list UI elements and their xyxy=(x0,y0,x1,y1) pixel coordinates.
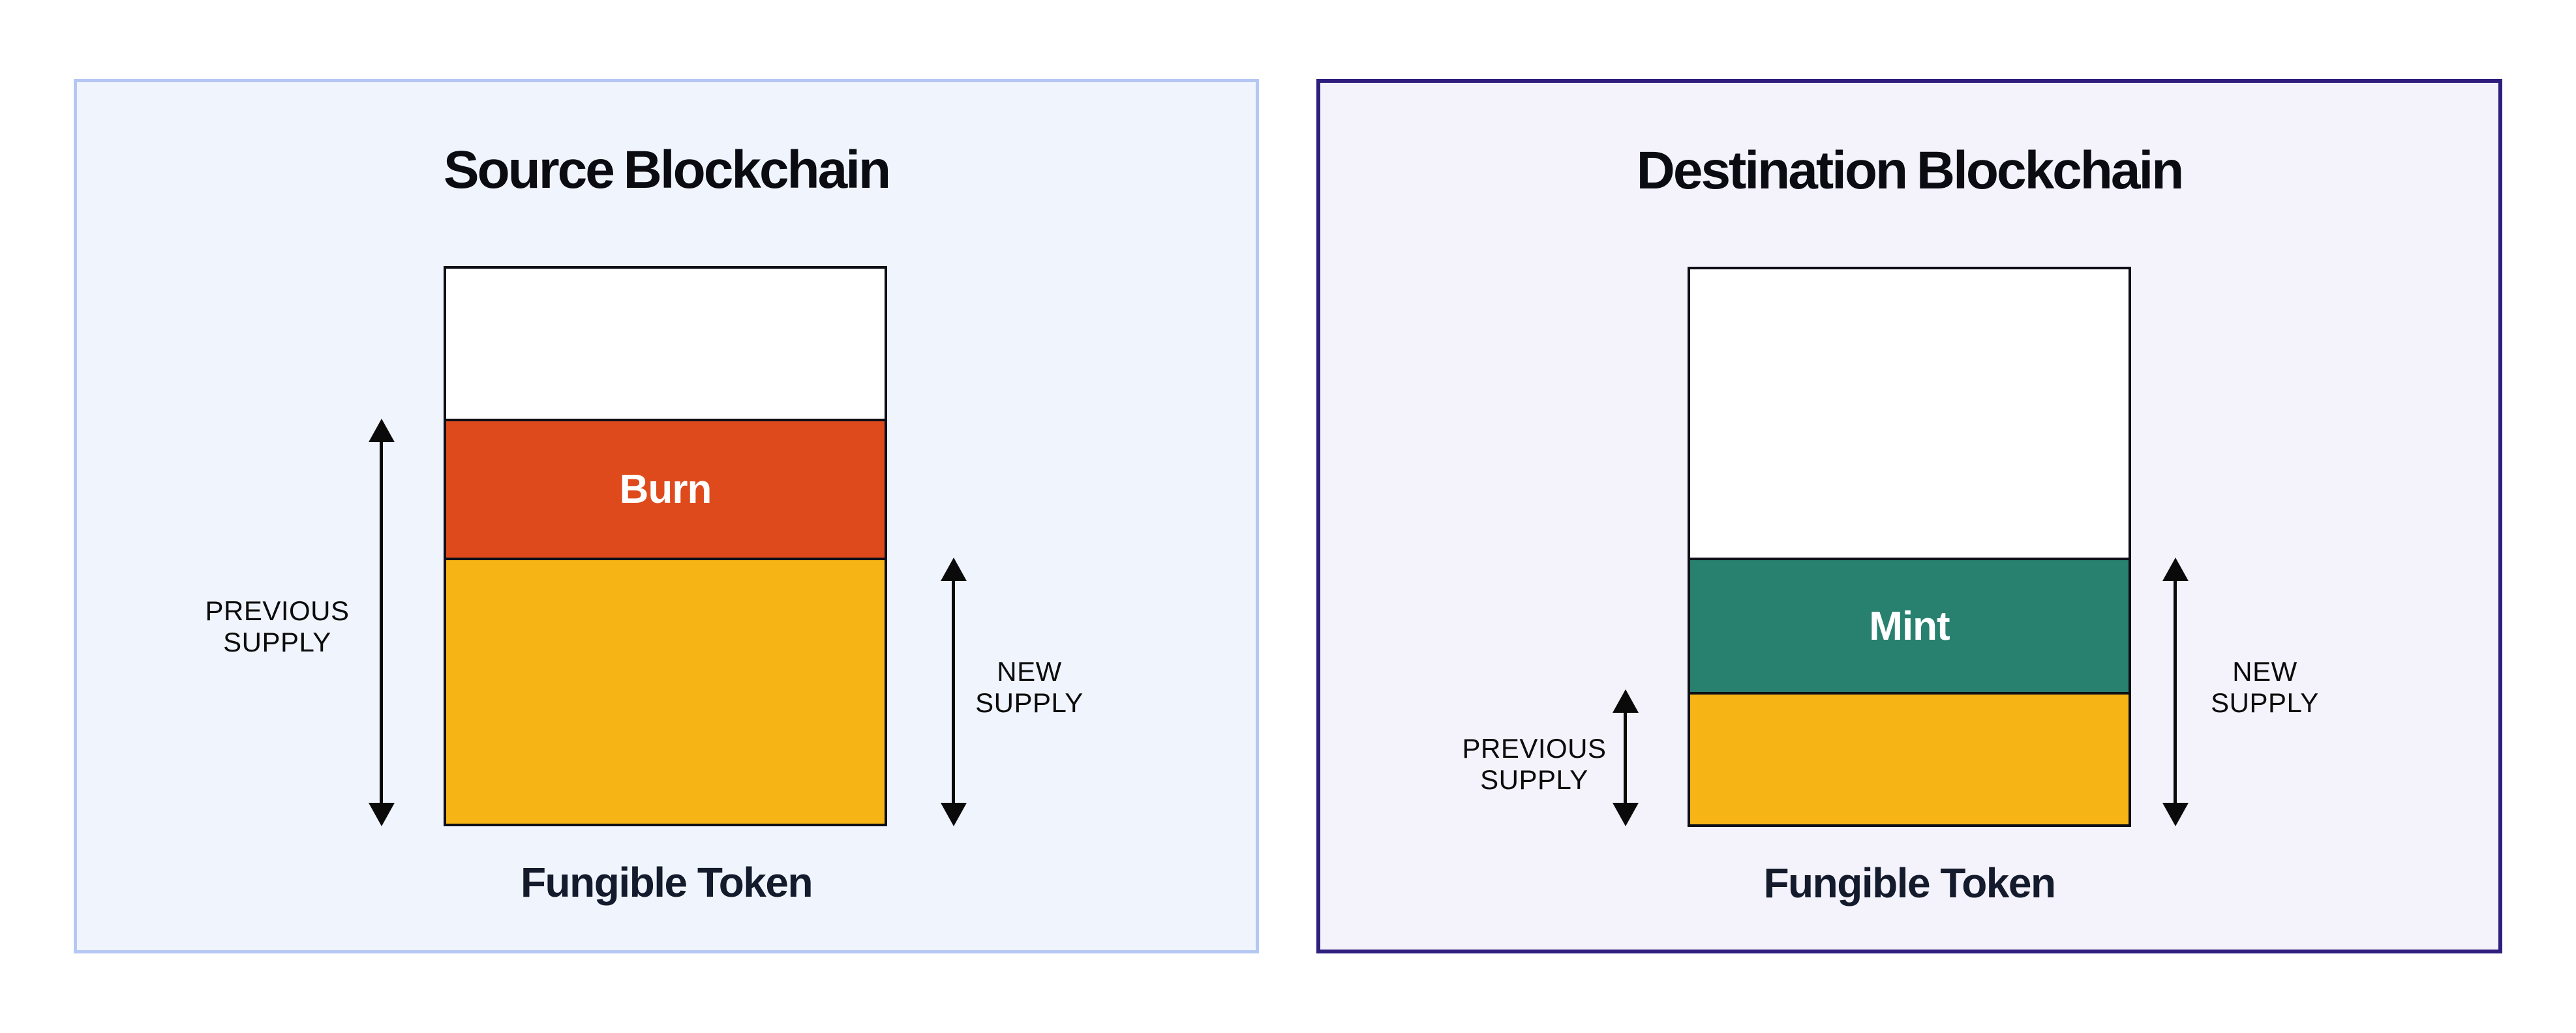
arrowhead-down-icon xyxy=(2162,803,2189,826)
destination-new-supply-arrow xyxy=(2162,558,2189,826)
destination-previous-supply-arrow xyxy=(1613,689,1639,826)
source-token-label: Fungible Token xyxy=(520,859,813,906)
source-panel-title: Source Blockchain xyxy=(443,140,891,200)
source-blockchain-panel: Source Blockchain Burn PREVIOUS SUPPLY N… xyxy=(74,79,1259,953)
source-previous-supply-arrow xyxy=(369,419,395,826)
arrow-shaft xyxy=(2174,576,2177,808)
destination-bar-mint-segment: Mint xyxy=(1690,558,2129,692)
destination-bar-previous-supply-segment xyxy=(1690,692,2129,824)
destination-previous-supply-label: PREVIOUS SUPPLY xyxy=(1462,733,1607,795)
destination-panel-title: Destination Blockchain xyxy=(1636,141,2185,200)
arrowhead-down-icon xyxy=(941,803,967,826)
destination-new-supply-label: NEW SUPPLY xyxy=(2211,656,2319,718)
arrow-shaft xyxy=(1624,708,1627,808)
source-bar-empty-segment xyxy=(446,269,885,419)
source-token-bar: Burn xyxy=(444,266,887,826)
source-bar-remaining-supply-segment xyxy=(446,558,885,824)
arrow-shaft xyxy=(380,437,383,808)
destination-token-bar: Mint xyxy=(1688,267,2131,827)
arrowhead-down-icon xyxy=(369,803,395,826)
mint-label: Mint xyxy=(1869,603,1950,649)
arrow-shaft xyxy=(952,576,955,808)
burn-label: Burn xyxy=(619,467,712,512)
source-bar-burn-segment: Burn xyxy=(446,419,885,558)
destination-bar-empty-segment xyxy=(1690,269,2129,558)
source-new-supply-arrow xyxy=(941,558,967,826)
destination-token-label: Fungible Token xyxy=(1763,860,2056,906)
source-previous-supply-label: PREVIOUS SUPPLY xyxy=(205,595,350,657)
source-new-supply-label: NEW SUPPLY xyxy=(975,656,1083,718)
destination-blockchain-panel: Destination Blockchain Mint PREVIOUS SUP… xyxy=(1316,79,2502,953)
arrowhead-down-icon xyxy=(1613,803,1639,826)
